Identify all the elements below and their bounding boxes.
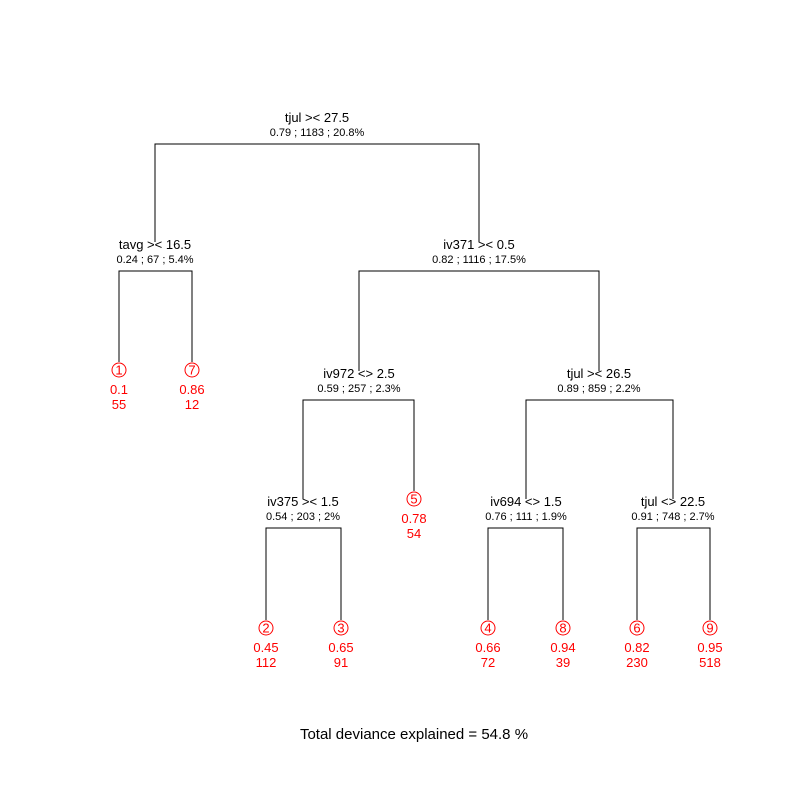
leaf-number: 9 <box>706 621 713 636</box>
leaf-value: 0.86 <box>179 382 204 397</box>
split-node-s3: iv371 >< 0.5 0.82 ; 1116 ; 17.5% <box>432 237 526 266</box>
branch-s8 <box>636 527 711 620</box>
leaf-count: 54 <box>407 526 421 541</box>
split-node-s1: tjul >< 27.5 0.79 ; 1183 ; 20.8% <box>270 110 365 139</box>
branch-s4 <box>302 399 415 499</box>
leaf-value: 0.95 <box>697 640 722 655</box>
leaf-count: 230 <box>626 655 648 670</box>
leaf-count: 112 <box>256 655 277 670</box>
split-condition: iv972 <> 2.5 <box>323 366 395 381</box>
leaf-node-L1: 1 0.155 <box>110 362 128 412</box>
leaf-circle-marker <box>629 620 645 636</box>
leaf-circle-marker <box>406 491 422 507</box>
leaf-number: 2 <box>262 621 269 636</box>
leaf-value: 0.66 <box>475 640 500 655</box>
split-node-s4: iv972 <> 2.5 0.59 ; 257 ; 2.3% <box>317 366 400 395</box>
split-condition: tjul >< 27.5 <box>285 110 349 125</box>
split-condition: iv371 >< 0.5 <box>443 237 515 252</box>
leaf-count: 91 <box>334 655 348 670</box>
split-condition: iv375 >< 1.5 <box>267 494 339 509</box>
leaf-value: 0.65 <box>328 640 353 655</box>
leaf-circle-marker <box>258 620 274 636</box>
leaf-value: 0.82 <box>624 640 649 655</box>
leaf-value: 0.45 <box>253 640 278 655</box>
leaf-count: 55 <box>112 397 126 412</box>
leaf-number: 6 <box>633 621 640 636</box>
branch-s1 <box>154 143 480 242</box>
split-condition: tavg >< 16.5 <box>119 237 191 252</box>
leaf-number: 8 <box>559 621 566 636</box>
branch-s2 <box>118 270 193 362</box>
split-stats: 0.82 ; 1116 ; 17.5% <box>432 254 526 266</box>
split-stats: 0.59 ; 257 ; 2.3% <box>317 383 400 395</box>
split-stats: 0.54 ; 203 ; 2% <box>266 511 340 523</box>
leaf-circle-marker <box>333 620 349 636</box>
leaf-value: 0.1 <box>110 382 128 397</box>
leaf-number: 1 <box>115 363 122 378</box>
leaf-count: 12 <box>185 397 199 412</box>
leaf-value: 0.78 <box>401 511 426 526</box>
split-stats: 0.76 ; 111 ; 1.9% <box>485 511 567 523</box>
leaf-circle-marker <box>111 362 127 378</box>
leaf-circle-marker <box>480 620 496 636</box>
split-stats: 0.91 ; 748 ; 2.7% <box>631 511 714 523</box>
tree-branches <box>118 143 711 620</box>
branch-s7 <box>487 527 564 620</box>
split-node-s8: tjul <> 22.5 0.91 ; 748 ; 2.7% <box>631 494 714 523</box>
split-stats: 0.24 ; 67 ; 5.4% <box>116 254 193 266</box>
split-stats: 0.89 ; 859 ; 2.2% <box>557 383 640 395</box>
split-node-s7: iv694 <> 1.5 0.76 ; 111 ; 1.9% <box>485 494 567 523</box>
leaf-count: 518 <box>699 655 721 670</box>
split-stats: 0.79 ; 1183 ; 20.8% <box>270 127 365 139</box>
split-node-s5: tjul >< 26.5 0.89 ; 859 ; 2.2% <box>557 366 640 395</box>
leaf-number: 7 <box>188 363 195 378</box>
branch-s6 <box>265 527 342 620</box>
split-condition: tjul >< 26.5 <box>567 366 631 381</box>
branch-s3 <box>358 270 600 371</box>
tree-nodes: tjul >< 27.5 0.79 ; 1183 ; 20.8% tavg >< 1… <box>110 110 723 670</box>
leaf-circle-marker <box>184 362 200 378</box>
split-condition: tjul <> 22.5 <box>641 494 705 509</box>
leaf-circle-marker <box>702 620 718 636</box>
split-condition: iv694 <> 1.5 <box>490 494 562 509</box>
leaf-count: 39 <box>556 655 570 670</box>
leaf-circle-marker <box>555 620 571 636</box>
leaf-count: 72 <box>481 655 495 670</box>
leaf-number: 5 <box>410 492 417 507</box>
split-node-s2: tavg >< 16.5 0.24 ; 67 ; 5.4% <box>116 237 193 266</box>
branch-s5 <box>525 399 674 499</box>
leaf-number: 3 <box>337 621 344 636</box>
split-node-s6: iv375 >< 1.5 0.54 ; 203 ; 2% <box>266 494 340 523</box>
leaf-value: 0.94 <box>550 640 575 655</box>
deviance-caption: Total deviance explained = 54.8 % <box>300 726 528 743</box>
leaf-number: 4 <box>484 621 491 636</box>
